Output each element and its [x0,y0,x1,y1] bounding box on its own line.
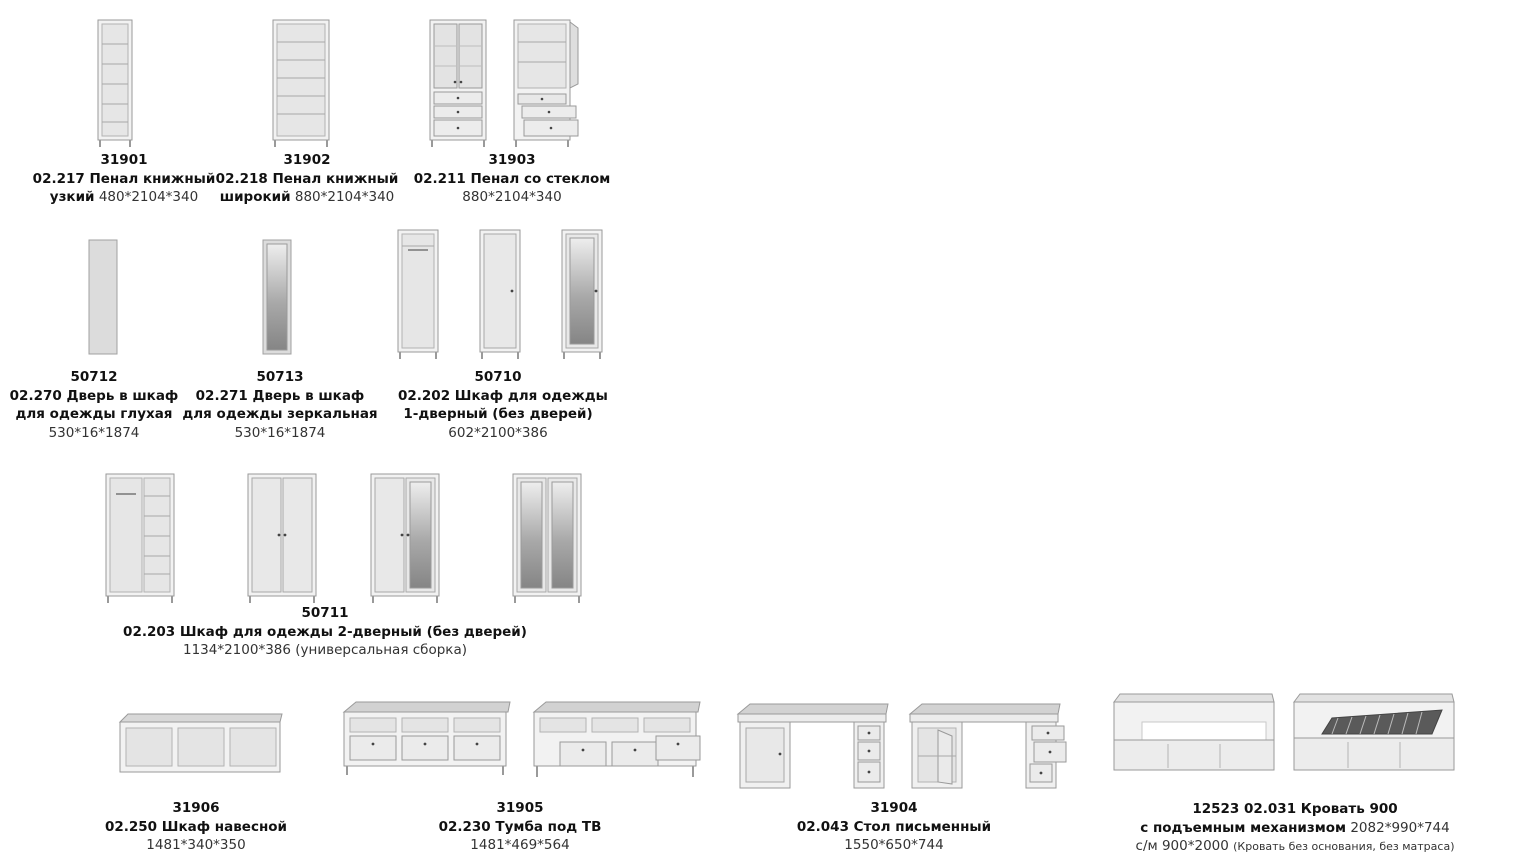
caption-31906: 31906 02.250 Шкаф навесной 1481*340*350 [96,799,296,855]
product-title: для одежды зеркальная [182,406,378,422]
product-title: 02.043 Стол письменный [796,818,992,835]
product-title: 1-дверный (без дверей) [403,406,593,422]
product-code: 31902 [283,152,331,168]
caption-31901: 31901 02.217 Пенал книжный узкий 480*210… [24,151,224,207]
product-dimensions: 1550*650*744 [844,837,944,853]
product-code: 31901 [100,152,148,168]
product-title: узкий [49,189,95,205]
product-dimensions: 1481*340*350 [146,837,246,853]
product-code: 50712 [70,369,118,385]
product-image-31901 [96,18,136,148]
product-title: широкий [219,189,291,205]
caption-50710: 50710 02.202 Шкаф для одежды 1-дверный (… [398,368,608,442]
product-title: с подъемным механизмом [1140,819,1347,836]
caption-31902: 31902 02.218 Пенал книжный широкий 880*2… [207,151,407,207]
product-dimensions: 2082*990*744 [1350,819,1450,836]
product-title: 02.271 Дверь в шкаф [195,387,365,404]
product-code: 50711 [301,605,349,621]
product-dimensions: 602*2100*386 [448,424,548,441]
product-image-50710-mirror [560,228,606,360]
product-code: 50710 [474,369,522,385]
product-dimensions: 1134*2100*386 (универсальная сборка) [182,642,468,658]
product-image-50710-solid [478,228,524,360]
product-dimensions: 530*16*1874 [234,424,326,441]
product-code: 31906 [172,800,220,816]
product-dimensions: 480*2104*340 [98,189,199,205]
product-title: 02.250 Шкаф навесной [104,818,288,835]
product-image-31904-closed [736,702,892,792]
caption-12523: 12523 02.031 Кровать 900 с подъемным мех… [1120,800,1470,857]
product-image-50711-solid [246,472,320,604]
product-title: 02.211 Пенал со стеклом [413,170,611,187]
product-image-31903-closed [428,18,490,148]
product-title: 02.218 Пенал книжный [215,170,399,187]
mattress-size: с/м 900*2000 [1135,838,1229,854]
product-image-50713 [262,238,294,356]
product-image-50710-open [396,228,442,360]
product-image-50711-mirror [511,472,585,604]
product-image-50712 [88,238,120,356]
caption-31903: 31903 02.211 Пенал со стеклом 880*2104*3… [402,151,622,207]
product-code: 50713 [256,369,304,385]
product-code: 31905 [496,800,544,816]
product-dimensions: 530*16*1874 [48,424,140,441]
product-image-31905-open [532,700,704,780]
product-image-31902 [271,18,333,148]
product-code: 31904 [870,800,918,816]
caption-31904: 31904 02.043 Стол письменный 1550*650*74… [794,799,994,855]
product-title: 02.202 Шкаф для одежды [398,387,608,404]
product-image-50711-combo [369,472,443,604]
product-note: (Кровать без основания, без матраса) [1233,840,1455,853]
product-image-12523-closed [1112,692,1278,774]
product-code: 12523 02.031 Кровать 900 [1192,801,1398,817]
caption-50711: 50711 02.203 Шкаф для одежды 2-дверный (… [100,604,550,660]
product-title: для одежды глухая [15,406,173,422]
product-dimensions: 880*2104*340 [462,189,562,205]
product-image-50711-open [104,472,178,604]
product-image-31904-open [908,702,1072,792]
product-title: 02.270 Дверь в шкаф [9,387,179,404]
product-dimensions: 1481*469*564 [470,837,570,853]
product-image-31903-open [512,18,584,148]
product-code: 31903 [488,152,536,168]
product-dimensions: 880*2104*340 [294,189,395,205]
product-title: 02.203 Шкаф для одежды 2-дверный (без дв… [123,623,527,640]
product-image-31905-closed [342,700,512,778]
caption-50712: 50712 02.270 Дверь в шкаф для одежды глу… [4,368,184,442]
product-image-12523-open [1292,692,1458,774]
product-title: 02.230 Тумба под ТВ [438,818,602,835]
product-image-31906 [116,712,286,776]
caption-50713: 50713 02.271 Дверь в шкаф для одежды зер… [180,368,380,442]
caption-31905: 31905 02.230 Тумба под ТВ 1481*469*564 [420,799,620,855]
product-title: 02.217 Пенал книжный [32,170,216,187]
